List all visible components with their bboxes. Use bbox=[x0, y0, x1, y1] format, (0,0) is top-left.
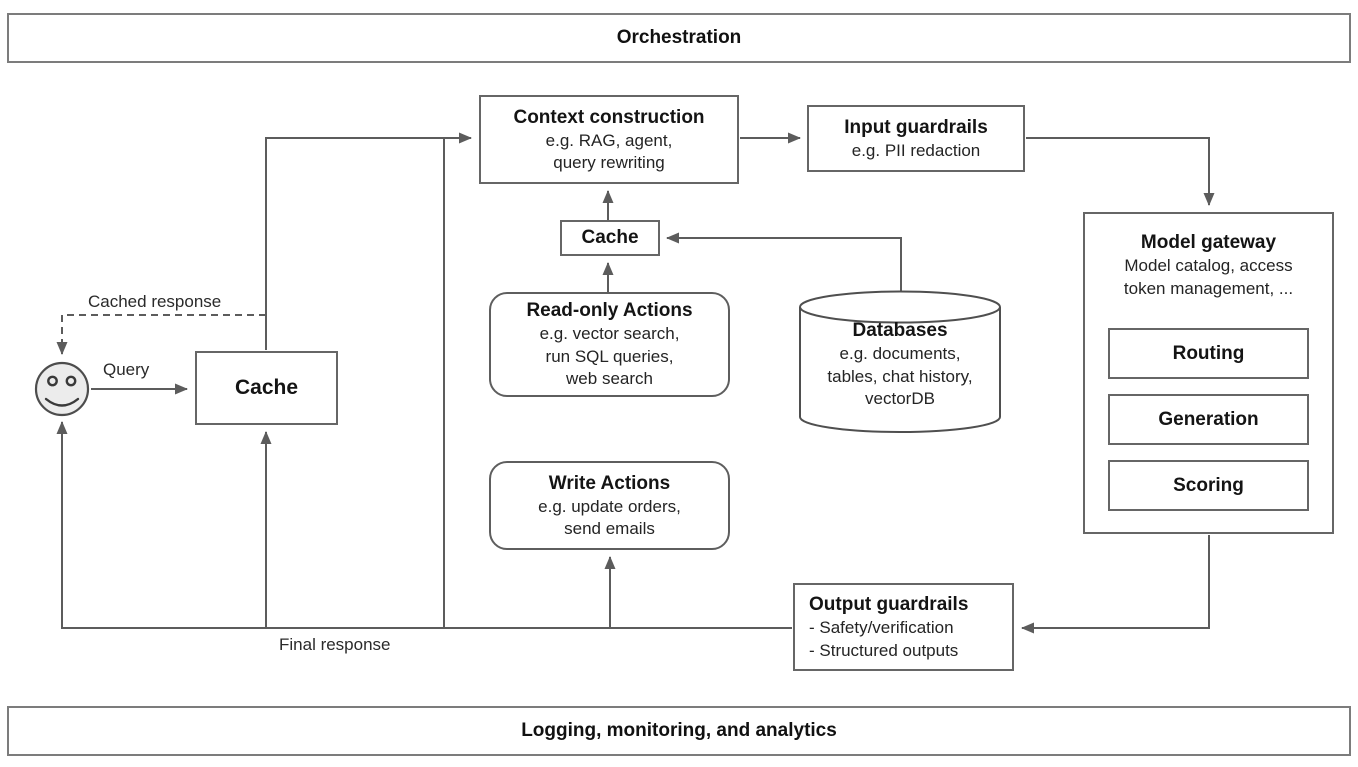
model-gateway-line: Model catalog, access bbox=[1124, 256, 1293, 276]
input-guardrails-box: Input guardrails e.g. PII redaction bbox=[807, 105, 1025, 172]
database-cylinder-icon bbox=[799, 290, 1001, 433]
write-actions-line: e.g. update orders, bbox=[538, 496, 681, 516]
wire-input-to-gateway bbox=[1026, 137, 1215, 206]
model-gateway-routing-box: Routing bbox=[1108, 328, 1309, 379]
read-only-actions-box: Read-only Actions e.g. vector search, ru… bbox=[489, 292, 730, 397]
model-gateway-title: Model gateway bbox=[1140, 232, 1277, 253]
read-only-actions-line: e.g. vector search, bbox=[539, 324, 680, 344]
query-label: Query bbox=[103, 360, 150, 379]
context-construction-line: e.g. RAG, agent, bbox=[545, 130, 673, 150]
scoring-label: Scoring bbox=[1173, 474, 1244, 496]
orchestration-banner-label: Orchestration bbox=[616, 27, 742, 48]
model-gateway-generation-box: Generation bbox=[1108, 394, 1309, 445]
read-only-actions-line: web search bbox=[566, 369, 653, 389]
databases-line: vectorDB bbox=[865, 388, 935, 408]
logging-banner-label: Logging, monitoring, and analytics bbox=[521, 720, 837, 741]
databases-line: e.g. documents, bbox=[839, 344, 961, 364]
read-only-actions-line: run SQL queries, bbox=[545, 346, 674, 366]
wire-gateway-to-output bbox=[1021, 535, 1210, 634]
routing-label: Routing bbox=[1172, 342, 1245, 364]
context-construction-box: Context construction e.g. RAG, agent, qu… bbox=[479, 95, 739, 184]
wire-databases-to-smallcache bbox=[666, 232, 902, 291]
output-guardrails-box: Output guardrails - Safety/verification … bbox=[793, 583, 1014, 671]
output-guardrails-line: - Safety/verification bbox=[809, 618, 954, 638]
model-gateway-line: token management, ... bbox=[1123, 278, 1294, 298]
databases-node: Databases e.g. documents, tables, chat h… bbox=[800, 318, 1000, 410]
wire-cache-to-context bbox=[265, 132, 472, 350]
model-gateway-scoring-box: Scoring bbox=[1108, 460, 1309, 511]
write-actions-line: send emails bbox=[564, 519, 655, 539]
model-gateway-box: Model gateway Model catalog, access toke… bbox=[1083, 212, 1334, 534]
databases-line: tables, chat history, bbox=[827, 366, 973, 386]
output-guardrails-line: - Structured outputs bbox=[809, 640, 959, 660]
generation-label: Generation bbox=[1158, 408, 1259, 430]
final-response-label: Final response bbox=[279, 635, 391, 654]
wire-cached-response bbox=[56, 314, 266, 355]
logging-banner: Logging, monitoring, and analytics bbox=[7, 706, 1351, 756]
cache-main-box: Cache bbox=[195, 351, 338, 425]
cache-main-title: Cache bbox=[234, 376, 299, 400]
wire-final-response bbox=[56, 421, 792, 629]
write-actions-box: Write Actions e.g. update orders, send e… bbox=[489, 461, 730, 550]
cached-response-label: Cached response bbox=[88, 292, 222, 311]
databases-title: Databases bbox=[852, 320, 948, 341]
cache-small-box: Cache bbox=[560, 220, 660, 256]
cache-small-title: Cache bbox=[581, 227, 639, 249]
context-construction-line: query rewriting bbox=[553, 153, 665, 173]
input-guardrails-title: Input guardrails bbox=[844, 116, 988, 138]
input-guardrails-line: e.g. PII redaction bbox=[851, 140, 981, 160]
orchestration-banner: Orchestration bbox=[7, 13, 1351, 63]
output-guardrails-title: Output guardrails bbox=[809, 594, 969, 616]
read-only-actions-title: Read-only Actions bbox=[526, 300, 693, 322]
write-actions-title: Write Actions bbox=[548, 472, 671, 494]
context-construction-title: Context construction bbox=[513, 106, 705, 128]
smiley-face-icon bbox=[34, 361, 90, 417]
